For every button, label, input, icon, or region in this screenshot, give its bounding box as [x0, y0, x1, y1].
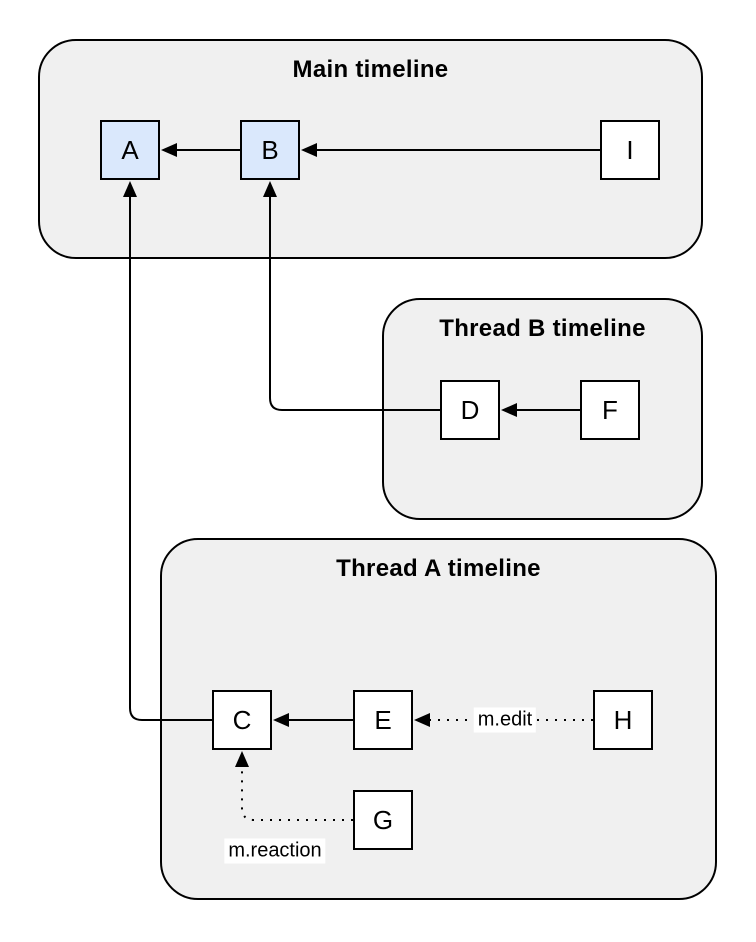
arrowhead-icon: [161, 143, 177, 157]
node-d: D: [440, 380, 500, 440]
node-f: F: [580, 380, 640, 440]
thread-b-timeline-title: Thread B timeline: [439, 315, 646, 342]
arrowhead-icon: [273, 713, 289, 727]
arrowhead-icon: [235, 751, 249, 767]
arrowhead-icon: [263, 181, 277, 197]
arrowhead-icon: [501, 403, 517, 417]
node-b: B: [240, 120, 300, 180]
edge-c-to-a: [123, 181, 212, 721]
node-c: C: [212, 690, 272, 750]
node-h: H: [593, 690, 653, 750]
edge-g-to-c: [235, 751, 353, 821]
edge-label-m-reaction: m.reaction: [224, 838, 326, 864]
node-g: G: [353, 790, 413, 850]
node-i: I: [600, 120, 660, 180]
edge-e-to-c: [273, 713, 353, 727]
node-e: E: [353, 690, 413, 750]
edge-b-to-a: [161, 143, 240, 157]
edge-f-to-d: [501, 403, 580, 417]
node-a: A: [100, 120, 160, 180]
edge-i-to-b: [301, 143, 600, 157]
arrowhead-icon: [123, 181, 137, 197]
edge-d-to-b: [263, 181, 440, 411]
arrowhead-icon: [414, 713, 430, 727]
main-timeline-title: Main timeline: [292, 56, 449, 83]
thread-a-timeline-title: Thread A timeline: [336, 555, 541, 582]
arrowhead-icon: [301, 143, 317, 157]
edge-label-m-edit: m.edit: [473, 707, 537, 733]
